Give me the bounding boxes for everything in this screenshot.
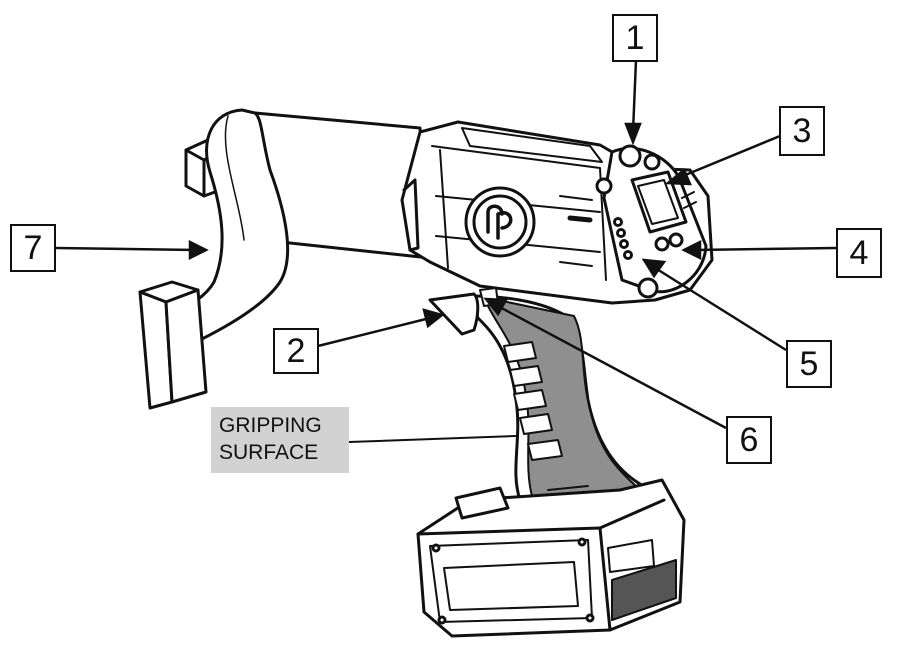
arrow-head-2 — [422, 308, 445, 329]
leader-line-grip — [348, 435, 517, 443]
leader-line-7 — [55, 246, 197, 252]
battery-pack — [416, 478, 686, 638]
arrow-head-6 — [483, 297, 509, 317]
arrow-head-7 — [188, 239, 209, 261]
leader-line-6 — [493, 302, 727, 430]
callout-2: 2 — [273, 328, 319, 374]
reaction-pad — [138, 280, 208, 410]
gripping-surface-line-2: SURFACE — [219, 441, 319, 464]
leader-line-5 — [651, 264, 787, 352]
callout-1: 1 — [612, 14, 658, 62]
leader-line-1 — [631, 59, 638, 133]
callout-6: 6 — [726, 416, 772, 464]
brand-logo — [464, 186, 536, 258]
leader-line-4 — [693, 246, 837, 252]
callout-7: 7 — [10, 224, 56, 272]
leader-line-3 — [677, 134, 781, 180]
gripping-surface-line-1: GRIPPING — [219, 414, 322, 437]
gripping-surface-label: GRIPPING SURFACE — [211, 407, 349, 473]
arrow-head-1 — [624, 122, 642, 146]
callout-3: 3 — [779, 106, 825, 156]
arrow-head-3 — [664, 167, 692, 186]
leader-line-2 — [317, 316, 431, 348]
handle — [468, 294, 642, 510]
callout-4: 4 — [836, 228, 882, 278]
arrow-head-4 — [681, 239, 702, 261]
arrow-head-5 — [641, 258, 667, 279]
callout-5: 5 — [786, 340, 832, 388]
